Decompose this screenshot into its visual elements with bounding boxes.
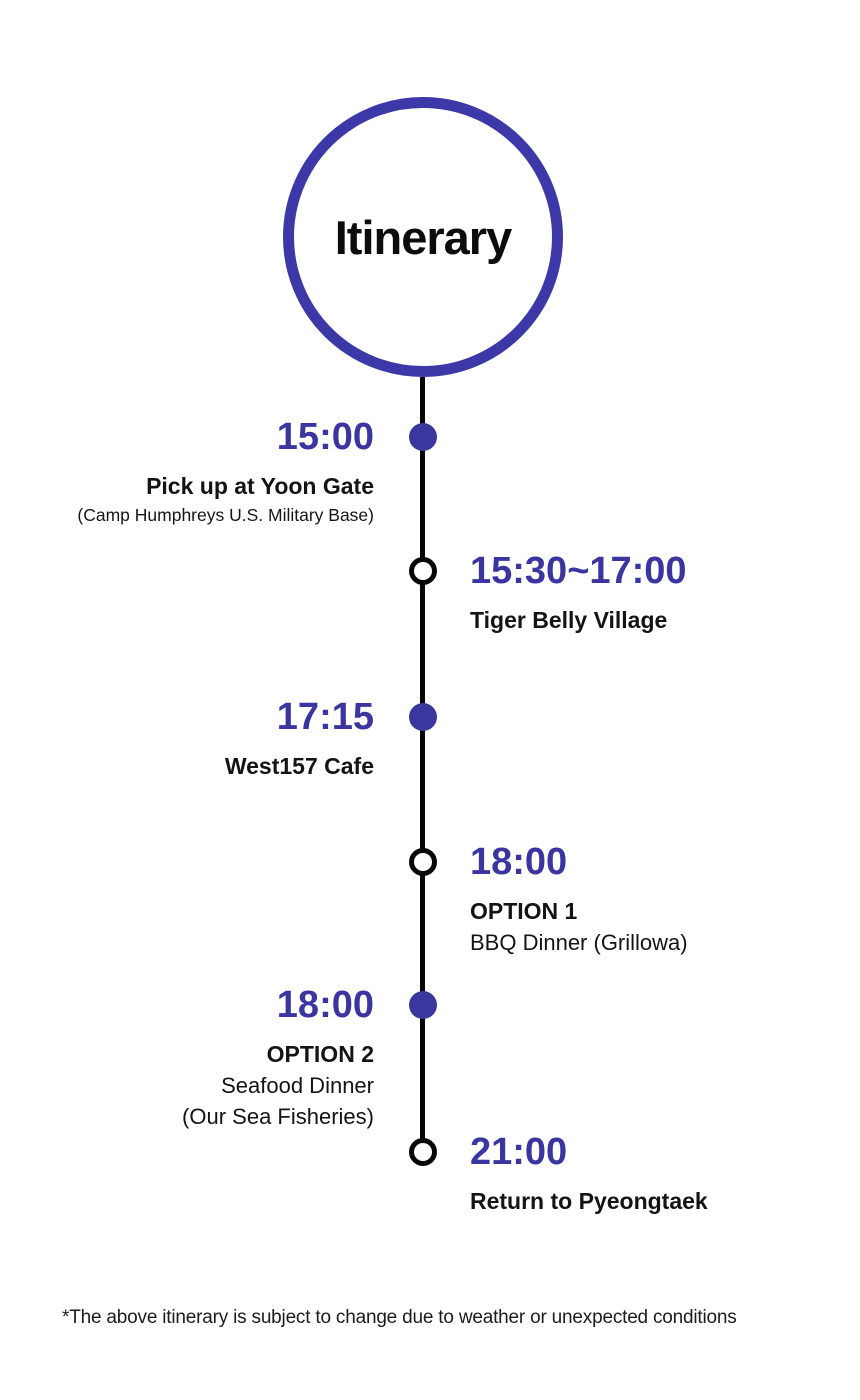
timeline-item: 15:00 Pick up at Yoon Gate (Camp Humphre… [77,414,374,529]
timeline-item: 15:30~17:00 Tiger Belly Village [470,548,687,636]
item-time: 15:30~17:00 [470,550,687,592]
item-detail: (Our Sea Fisheries) [182,1104,374,1129]
timeline-dot-hollow [409,848,437,876]
timeline-item: 18:00 OPTION 2 Seafood Dinner (Our Sea F… [182,982,374,1132]
item-option-label: OPTION 2 [266,1041,374,1067]
timeline-dot-filled [409,991,437,1019]
footnote: *The above itinerary is subject to chang… [62,1307,737,1328]
item-subtitle: (Camp Humphreys U.S. Military Base) [77,505,374,525]
item-time: 15:00 [276,416,374,458]
item-time: 18:00 [276,984,374,1026]
timeline-dot-filled [409,423,437,451]
timeline-dot-hollow [409,557,437,585]
timeline-item: 18:00 OPTION 1 BBQ Dinner (Grillowa) [470,839,688,958]
item-title: Pick up at Yoon Gate [146,473,374,499]
item-time: 21:00 [470,1131,568,1173]
timeline-item: 21:00 Return to Pyeongtaek [470,1129,708,1217]
item-title: Tiger Belly Village [470,607,668,633]
item-time: 18:00 [470,841,568,883]
timeline-line [420,377,425,1152]
item-detail: BBQ Dinner (Grillowa) [470,930,688,955]
timeline-dot-filled [409,703,437,731]
page-title: Itinerary [334,210,512,264]
timeline-item: 17:15 West157 Cafe [225,694,374,782]
itinerary-title-circle: Itinerary [283,97,563,377]
timeline-dot-hollow [409,1138,437,1166]
item-detail: Seafood Dinner [221,1073,374,1098]
item-time: 17:15 [276,696,374,738]
item-title: Return to Pyeongtaek [470,1188,708,1214]
item-option-label: OPTION 1 [470,898,578,924]
item-title: West157 Cafe [224,753,374,779]
